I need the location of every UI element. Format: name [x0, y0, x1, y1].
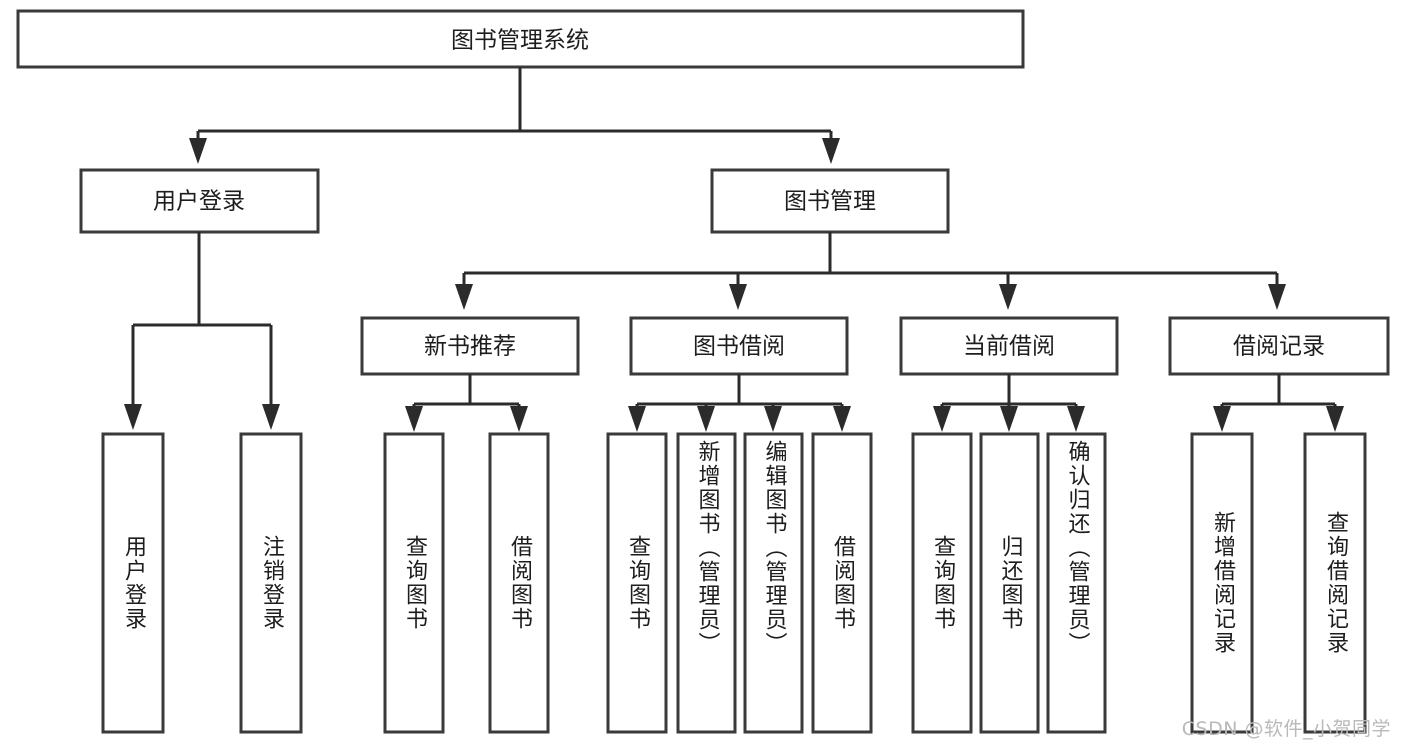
- leaf-box-return-book[interactable]: [979, 432, 1040, 734]
- leaf-box-query-book-1[interactable]: [383, 432, 445, 734]
- node-book-management-label: 图书管理: [784, 189, 876, 215]
- arrow-to-leaf-edit-book: [764, 406, 782, 432]
- arrow-to-leaf-query-record: [1326, 406, 1344, 432]
- node-book-borrow-label: 图书借阅: [693, 334, 785, 360]
- node-user-login-label: 用户登录: [153, 189, 245, 215]
- arrow-to-current-borrow: [999, 284, 1017, 310]
- arrow-to-user-login: [189, 138, 207, 164]
- leaf-box-borrow-book-1[interactable]: [488, 432, 550, 734]
- arrow-to-book-borrow: [729, 284, 747, 310]
- leaf-box-edit-book[interactable]: [743, 432, 804, 734]
- node-root-label: 图书管理系统: [451, 28, 589, 54]
- arrow-to-leaf-add-record: [1213, 406, 1231, 432]
- arrow-to-leaf-return-book: [1000, 406, 1018, 432]
- arrow-to-leaf-user-login: [124, 404, 142, 430]
- node-new-book-recommend-box[interactable]: [360, 316, 580, 376]
- arrow-to-leaf-add-book: [697, 406, 715, 432]
- csdn-watermark: CSDN @软件_小贺同学: [1181, 718, 1391, 740]
- arrow-to-leaf-query-book-3: [933, 406, 951, 432]
- leaf-box-logout[interactable]: [239, 432, 303, 734]
- leaf-box-add-record[interactable]: [1190, 432, 1254, 734]
- node-borrow-record-label: 借阅记录: [1233, 334, 1325, 360]
- arrow-to-leaf-query-book-2: [628, 406, 646, 432]
- leaf-box-confirm-return[interactable]: [1046, 432, 1107, 734]
- node-borrow-record-box[interactable]: [1168, 316, 1390, 376]
- leaf-box-query-book-2[interactable]: [606, 432, 668, 734]
- node-current-borrow-label: 当前借阅: [963, 334, 1055, 360]
- arrow-to-leaf-borrow-book-1: [510, 406, 528, 432]
- arrow-to-book-management: [822, 138, 840, 164]
- node-new-book-recommend-label: 新书推荐: [424, 334, 516, 360]
- node-root-box[interactable]: [16, 9, 1025, 69]
- leaf-box-user-login[interactable]: [101, 432, 165, 734]
- arrow-to-leaf-logout: [262, 404, 280, 430]
- arrow-to-borrow-record: [1268, 284, 1286, 310]
- leaf-box-query-book-3[interactable]: [911, 432, 973, 734]
- leaf-box-query-record[interactable]: [1303, 432, 1367, 734]
- arrow-to-leaf-confirm-return: [1067, 406, 1085, 432]
- arrow-to-leaf-query-book-1: [405, 406, 423, 432]
- node-book-management-box[interactable]: [710, 168, 950, 234]
- arrow-to-new-book-recommend: [455, 284, 473, 310]
- arrow-to-leaf-borrow-book-2: [833, 406, 851, 432]
- leaf-box-add-book[interactable]: [676, 432, 737, 734]
- leaf-box-borrow-book-2[interactable]: [811, 432, 873, 734]
- node-current-borrow-box[interactable]: [899, 316, 1119, 376]
- node-book-borrow-box[interactable]: [629, 316, 849, 376]
